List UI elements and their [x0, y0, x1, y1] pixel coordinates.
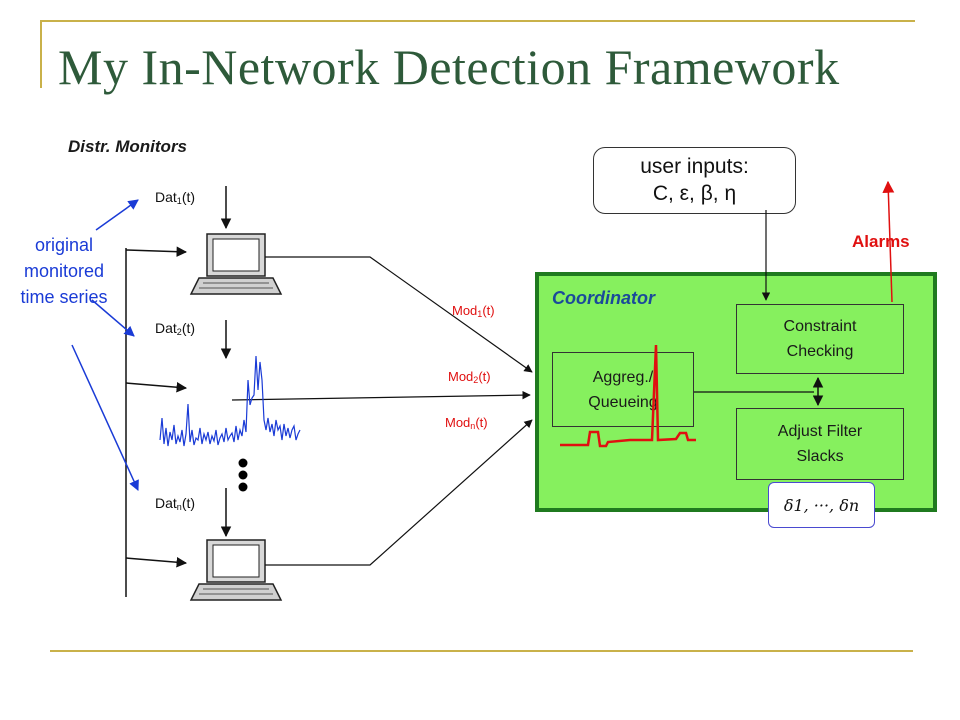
slack-parameters-box: δ1, ···, δn: [768, 482, 875, 528]
dat-2-suffix: (t): [181, 320, 196, 336]
user-inputs-title: user inputs:: [640, 155, 749, 178]
mod-1-label: Mod1(t): [452, 303, 495, 319]
dat-n-suffix: (t): [181, 495, 196, 511]
series-label-line-2: monitored: [23, 261, 105, 281]
laptop-icon-n: [190, 539, 282, 601]
series-arrow-2: [91, 299, 135, 337]
dat-1-sub: 1: [176, 196, 182, 206]
dat-1-label: Dat1(t): [155, 189, 195, 206]
aggreg-line-1: Aggreg./: [592, 368, 654, 386]
title-top-rule: [40, 20, 915, 22]
input-arrow-2: [125, 381, 188, 393]
alarms-label: Alarms: [852, 232, 910, 251]
distr-monitors-label: Distr. Monitors: [68, 137, 188, 156]
link-monitor-n: [265, 419, 533, 566]
dat-n-sub: n: [176, 502, 182, 512]
dat-n-label: Datn(t): [155, 495, 195, 512]
title-left-rule: [40, 20, 42, 88]
page-title: My In-Network Detection Framework: [58, 39, 840, 95]
adjust-line-1: Adjust Filter: [777, 423, 863, 440]
dat-1-suffix: (t): [181, 189, 196, 205]
mod-2-label: Mod2(t): [448, 369, 491, 385]
dat-2-base: Dat: [155, 320, 177, 336]
ellipsis-dot-2: [238, 470, 248, 480]
mod-2-sub: 2: [473, 375, 479, 385]
slack-formula: δ1, ···, δn: [783, 495, 860, 515]
series-arrow-1: [95, 199, 139, 231]
link-monitor-1: [265, 256, 533, 373]
mod-1-base: Mod: [452, 303, 478, 318]
dat-2-sub: 2: [176, 327, 182, 337]
ellipsis-dot-1: [238, 458, 248, 468]
mod-1-suffix: (t): [482, 303, 495, 318]
mod-n-suffix: (t): [475, 415, 488, 430]
input-arrow-n: [125, 556, 188, 568]
red-aggregate-series-plot: [560, 344, 696, 448]
constraint-line-1: Constraint: [783, 318, 857, 335]
mod-n-sub: n: [470, 421, 476, 431]
input-arrow-1: [125, 246, 188, 257]
mod-n-base: Mod: [445, 415, 471, 430]
series-label-line-3: time series: [20, 287, 108, 307]
constraint-line-2: Checking: [786, 343, 854, 360]
mod-1-sub: 1: [477, 309, 483, 319]
series-label-line-1: original: [34, 235, 94, 255]
original-time-series-label: original monitored time series: [4, 232, 124, 310]
blue-time-series-plot: [159, 355, 301, 447]
alarm-arrow: [882, 180, 895, 303]
mod-n-label: Modn(t): [445, 415, 488, 431]
adjust-line-2: Slacks: [796, 448, 844, 465]
mod-2-suffix: (t): [478, 369, 491, 384]
laptop-icon-1: [190, 233, 282, 295]
link-monitor-2: [231, 390, 531, 401]
coordinator-title: Coordinator: [552, 288, 655, 308]
aggregation-queueing-box: Aggreg./ Queueing: [552, 352, 694, 427]
constraint-checking-box: Constraint Checking: [736, 304, 904, 374]
dat-2-label: Dat2(t): [155, 320, 195, 337]
series-arrow-n: [71, 344, 139, 491]
aggreg-line-2: Queueing: [588, 393, 658, 411]
dat-n-base: Dat: [155, 495, 177, 511]
footer-rule: [50, 650, 913, 652]
ellipsis-dot-3: [238, 482, 248, 492]
user-inputs-params: C, ε, β, η: [652, 182, 737, 205]
mod-2-base: Mod: [448, 369, 474, 384]
adjust-filter-slacks-box: Adjust Filter Slacks: [736, 408, 904, 480]
dat-1-base: Dat: [155, 189, 177, 205]
user-inputs-box: user inputs: C, ε, β, η: [593, 147, 796, 214]
